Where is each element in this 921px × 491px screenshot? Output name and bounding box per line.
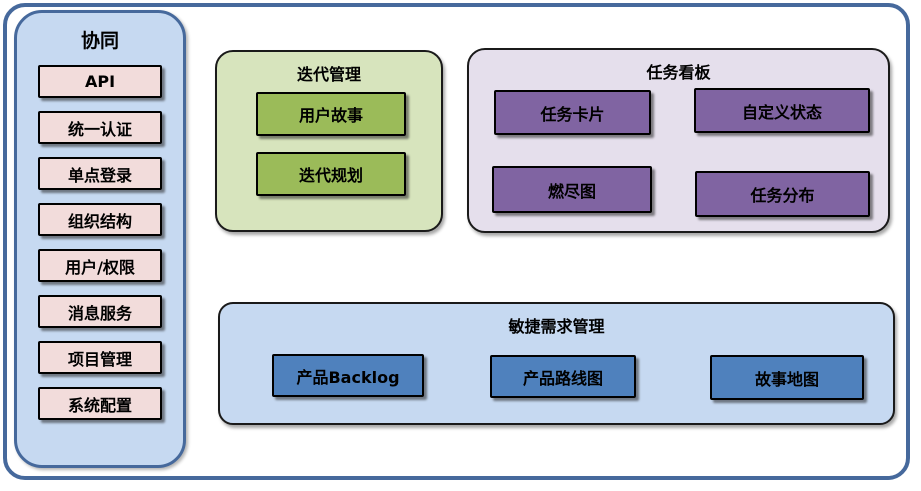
sidebar-item-unified-auth: 统一认证	[38, 111, 162, 144]
panel-task-board: 任务看板 任务卡片 自定义状态 燃尽图 任务分布	[467, 48, 890, 233]
sidebar-item-system-config: 系统配置	[38, 387, 162, 420]
sidebar-item-sso: 单点登录	[38, 157, 162, 190]
sidebar-item-org-structure: 组织结构	[38, 203, 162, 236]
panel-agile-requirements: 敏捷需求管理 产品Backlog 产品路线图 故事地图	[218, 302, 895, 425]
sidebar-item-api: API	[38, 65, 162, 98]
box-story-map: 故事地图	[710, 355, 864, 400]
box-task-distribution: 任务分布	[695, 171, 870, 217]
sidebar-item-list: API 统一认证 单点登录 组织结构 用户/权限 消息服务 项目管理 系统配置	[38, 65, 162, 420]
sidebar-item-user-permissions: 用户/权限	[38, 249, 162, 282]
box-burndown-chart: 燃尽图	[492, 166, 652, 213]
box-task-card: 任务卡片	[494, 90, 651, 135]
box-product-backlog: 产品Backlog	[272, 354, 424, 397]
box-user-story: 用户故事	[256, 92, 406, 136]
sidebar-item-project-management: 项目管理	[38, 341, 162, 374]
panel-iteration-management: 迭代管理 用户故事 迭代规划	[215, 50, 443, 232]
collaboration-sidebar: 协同 API 统一认证 单点登录 组织结构 用户/权限 消息服务 项目管理 系统…	[14, 10, 186, 468]
box-custom-status: 自定义状态	[694, 88, 870, 133]
outer-frame	[3, 3, 910, 480]
sidebar-title: 协同	[80, 30, 119, 52]
panel-iteration-title: 迭代管理	[296, 65, 361, 84]
box-iteration-planning: 迭代规划	[256, 152, 406, 196]
box-product-roadmap: 产品路线图	[490, 355, 636, 398]
panel-agile-title: 敏捷需求管理	[508, 317, 605, 336]
panel-task-board-title: 任务看板	[646, 63, 711, 82]
sidebar-item-message-service: 消息服务	[38, 295, 162, 328]
